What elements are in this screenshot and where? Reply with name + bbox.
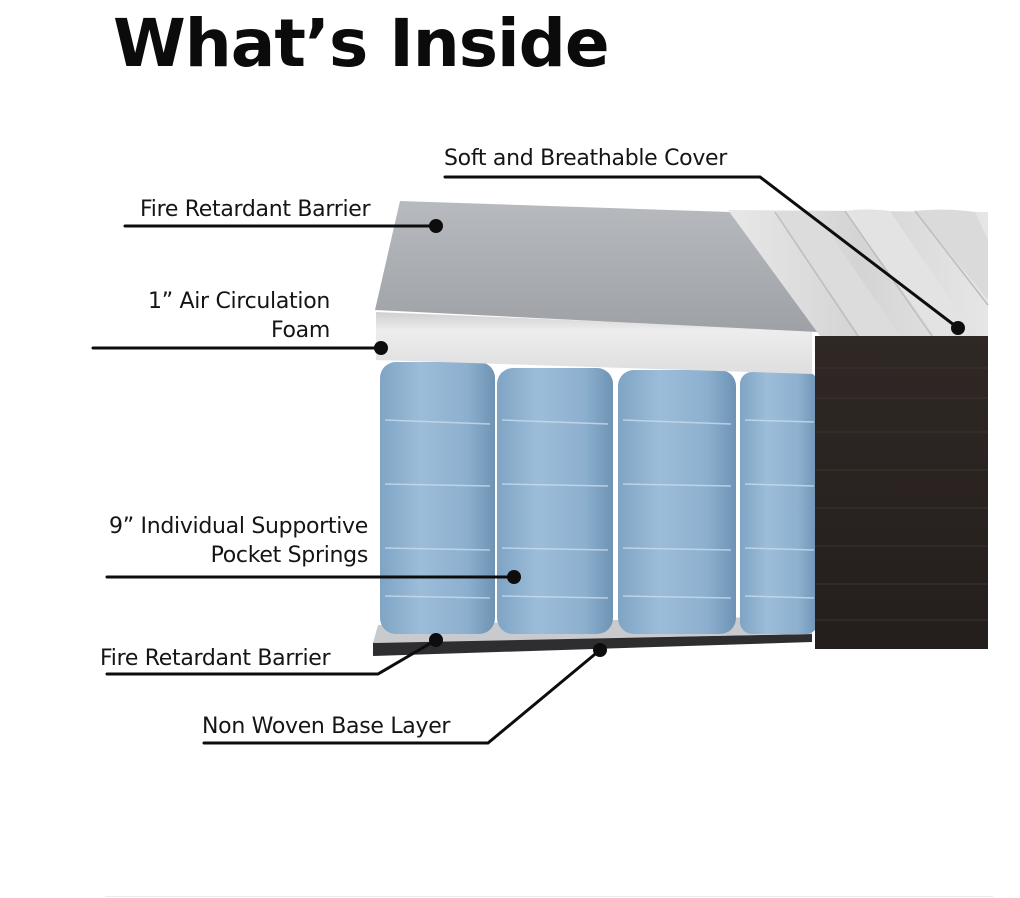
top-barrier-layer (375, 201, 818, 332)
callout-dot-cover (951, 321, 965, 335)
leader-line-bottom-barrier (105, 638, 438, 676)
label-cover: Soft and Breathable Cover (444, 146, 728, 171)
label-foam-line1: 1” Air Circulation (148, 289, 330, 314)
label-bottom-barrier: Fire Retardant Barrier (100, 646, 331, 671)
foam-layer (376, 312, 812, 374)
label-foam-line2: Foam (270, 318, 330, 343)
leader-line-base (202, 648, 602, 745)
callout-dot-foam (374, 341, 388, 355)
base-layer (373, 634, 812, 656)
callout-dot-bottom-barrier (429, 633, 443, 647)
footer-divider (105, 896, 993, 897)
callout-dot-base (593, 643, 607, 657)
callout-dot-springs (507, 570, 521, 584)
quilted-cover (728, 209, 989, 337)
pocket-springs (380, 362, 818, 634)
spring-coil (380, 362, 495, 634)
label-springs-line1: 9” Individual Supportive (109, 514, 368, 539)
label-springs-line2: Pocket Springs (210, 543, 369, 568)
page-title: What’s Inside (113, 5, 610, 82)
callout-dot-top-barrier (429, 219, 443, 233)
side-panel (815, 336, 988, 649)
spring-coil (618, 370, 736, 634)
label-base: Non Woven Base Layer (202, 714, 451, 739)
label-top-barrier: Fire Retardant Barrier (140, 197, 371, 222)
spring-coil (497, 368, 613, 634)
leader-line-cover (443, 175, 960, 330)
spring-coil (740, 372, 818, 634)
